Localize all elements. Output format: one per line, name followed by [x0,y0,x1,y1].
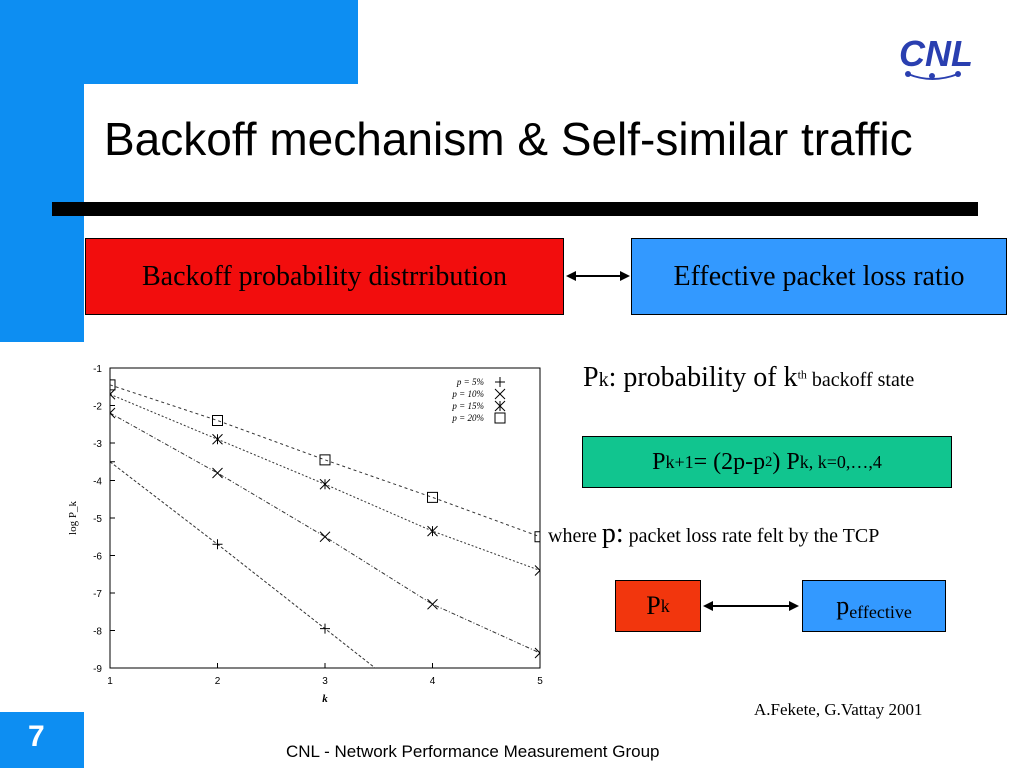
data-point [319,478,331,490]
data-point [212,539,223,550]
pk-box-sub: k [660,595,670,616]
x-tick-label: 3 [322,676,328,687]
y-tick-label: -9 [93,664,102,675]
y-tick-label: -8 [93,627,102,638]
pk-box-symbol: P [646,591,661,620]
plot-frame [109,367,541,669]
y-axis-label: log P_k [67,501,79,535]
legend-label: p = 20% [451,413,484,423]
data-point [110,456,115,467]
data-point [212,433,223,445]
p-definition: where p: packet loss rate felt by the TC… [548,518,879,550]
formula-rhs-p: ) P [772,448,800,475]
chart-series [110,379,540,668]
data-point [427,491,438,503]
data-point [534,647,540,659]
legend-marker [494,400,506,412]
legend-label: p = 15% [451,401,484,411]
data-point [534,565,540,576]
title-rule [52,202,978,216]
formula-sup: 2 [765,453,773,470]
series-3 [110,388,540,576]
data-point [427,525,438,537]
y-tick-label: -1 [93,364,102,375]
y-tick-label: -5 [93,514,102,525]
effective-loss-box: Effective packet loss ratio [631,238,1007,315]
p-symbol: p: [601,518,624,549]
pk-subscript: k [598,369,609,391]
pk-definition-text: : probability of k [608,362,798,393]
y-tick-label: -4 [93,477,102,488]
data-point [534,531,540,543]
effective-loss-label: Effective packet loss ratio [673,260,965,292]
footer-text: CNL - Network Performance Measurement Gr… [286,742,660,761]
peff-symbol: p [836,591,850,620]
x-tick-label: 2 [215,676,221,687]
series-2 [110,407,540,659]
y-tick-label: -6 [93,552,102,563]
series-line [110,412,540,654]
data-point [110,407,116,419]
page-number-tab [0,712,84,768]
series-4 [110,379,540,543]
pk-symbol: P [583,362,599,393]
x-tick-label: 5 [537,676,543,687]
formula-range: , k=0,…,4 [808,451,882,472]
pk-definition: Pk: probability of kth backoff state [583,362,914,394]
legend-marker [494,388,506,400]
x-axis-label: k [322,693,328,705]
pk-definition-tail: backoff state [806,369,915,391]
backoff-distribution-box: Backoff probability distrribution [85,238,564,315]
legend-marker [495,377,505,387]
series-line [110,384,540,538]
series-1 [110,456,376,668]
data-point [427,598,438,610]
x-tick-label: 4 [430,676,436,687]
formula-lhs-sub: k+1 [665,451,694,472]
data-point [212,467,223,479]
formula-lhs-p: P [652,448,666,475]
y-tick-label: -3 [93,439,102,450]
legend-marker [494,412,506,424]
formula-rhs-sub: k [799,451,809,472]
left-notch [0,342,84,712]
data-point [319,531,331,543]
y-tick-label: -2 [93,402,102,413]
data-point [319,454,331,466]
backoff-distribution-label: Backoff probability distrribution [142,260,507,292]
data-point [320,623,330,634]
formula-eq: = (2p-p [693,448,766,475]
chart-legend: p = 5% p = 10% p = 15% p = 20% [451,377,506,424]
data-point [110,388,116,400]
logo-text: CNL [899,33,973,74]
x-tick-label: 1 [107,676,113,687]
double-arrow-icon-2 [703,601,799,611]
slide-title: Backoff mechanism & Self-similar traffic [104,113,913,165]
chart-axes: 1 2 3 4 5 -1 -2 -3 -4 -5 -6 -7 -8 -9 k log P_k [67,364,543,705]
legend-label: p = 10% [451,389,484,399]
top-accent-bar [0,0,358,84]
citation: A.Fekete, G.Vattay 2001 [754,700,923,719]
peff-sub: effective [849,601,912,622]
y-tick-label: -7 [93,589,102,600]
double-arrow-icon [566,271,630,281]
cnl-logo: CNL [888,26,984,88]
p-definition-text: packet loss rate felt by the TCP [623,525,880,547]
data-point [212,415,223,426]
data-point [110,379,116,391]
page-number: 7 [28,720,45,753]
where-prefix: where [548,525,602,547]
legend-label: p = 5% [456,377,484,387]
th-superscript: th [797,367,807,382]
